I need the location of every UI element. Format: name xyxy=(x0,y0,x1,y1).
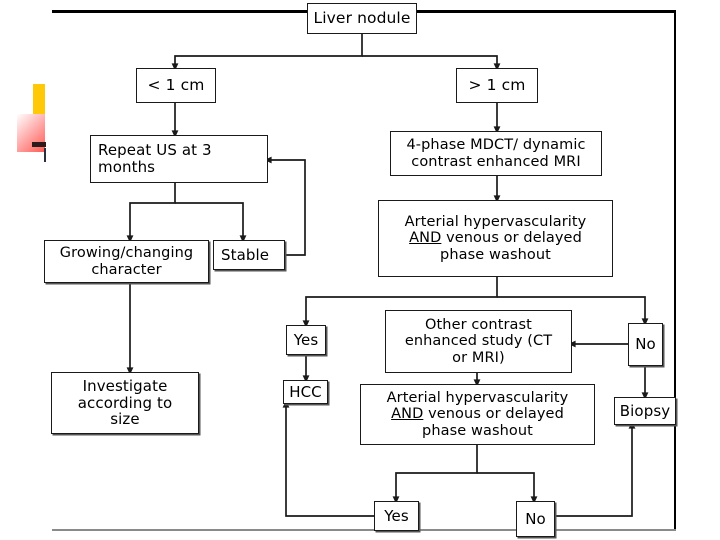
node-no-1-label: No xyxy=(635,335,656,354)
node-yes-2[interactable]: Yes xyxy=(374,501,419,531)
node-liver-nodule-label: Liver nodule xyxy=(313,8,411,27)
edge-repeatus-to-stable xyxy=(175,202,247,243)
decorative-yellow-bar-icon xyxy=(33,84,45,116)
node-arterial-1-and: AND xyxy=(409,230,442,247)
node-hcc[interactable]: HCC xyxy=(283,380,328,404)
decorative-dash-icon xyxy=(32,142,46,147)
node-hcc-label: HCC xyxy=(289,382,322,401)
node-biopsy-label: Biopsy xyxy=(619,401,671,420)
node-arterial-2-line1: Arterial hypervascularity xyxy=(386,390,569,407)
node-investigate-line1: Investigate xyxy=(82,376,168,395)
node-other-line2: enhanced study (CT xyxy=(404,333,553,350)
node-arterial-1-line2: venous or delayed xyxy=(441,230,582,247)
node-greater-1cm[interactable]: > 1 cm xyxy=(456,68,538,103)
node-arterial-1-line3: phase washout xyxy=(440,246,551,263)
node-mdct-line2: contrast enhanced MRI xyxy=(411,153,581,170)
node-investigate-line2: according to xyxy=(77,393,173,412)
node-biopsy[interactable]: Biopsy xyxy=(614,397,676,425)
node-stable-label: Stable xyxy=(221,245,270,264)
node-repeat-us-line2: months xyxy=(98,158,156,176)
edge-livernodule-to-less1cm xyxy=(171,34,363,71)
node-arterial-2-and: AND xyxy=(391,406,424,423)
node-repeat-us-line1: Repeat US at 3 xyxy=(98,141,212,160)
edge-repeatus-to-growing xyxy=(126,183,176,243)
node-growing-line2: character xyxy=(91,261,162,278)
node-other-line1: Other contrast xyxy=(424,317,532,334)
node-arterial-1-line1: Arterial hypervascularity xyxy=(404,214,587,231)
node-investigate-line3: size xyxy=(110,410,140,429)
node-stable[interactable]: Stable xyxy=(213,240,285,270)
node-no-2[interactable]: No xyxy=(516,501,555,537)
node-arterial-2-line3: phase washout xyxy=(422,422,533,439)
node-other-line3: or MRI) xyxy=(452,349,505,366)
slide-frame-right-rule xyxy=(674,10,676,531)
node-no-1[interactable]: No xyxy=(628,323,663,366)
node-no-2-label: No xyxy=(525,509,546,528)
node-mdct-line1: 4-phase MDCT/ dynamic xyxy=(406,137,586,154)
node-arterial-2-line2: venous or delayed xyxy=(423,406,564,423)
node-less-1cm[interactable]: < 1 cm xyxy=(136,68,216,103)
node-greater-1cm-label: > 1 cm xyxy=(468,75,526,94)
edge-arterial2-to-no2 xyxy=(477,472,538,504)
slide-frame-bottom-rule xyxy=(52,529,676,531)
node-yes-1[interactable]: Yes xyxy=(286,325,326,355)
node-liver-nodule[interactable]: Liver nodule xyxy=(307,3,417,34)
node-yes-1-label: Yes xyxy=(293,330,319,349)
decorative-tick-icon xyxy=(44,148,46,162)
node-less-1cm-label: < 1 cm xyxy=(147,75,205,94)
edge-livernodule-to-greater1cm xyxy=(362,55,501,71)
edge-arterial2-to-yes2 xyxy=(392,445,478,504)
node-yes-2-label: Yes xyxy=(384,506,409,525)
node-growing-line1: Growing/changing xyxy=(59,245,194,262)
